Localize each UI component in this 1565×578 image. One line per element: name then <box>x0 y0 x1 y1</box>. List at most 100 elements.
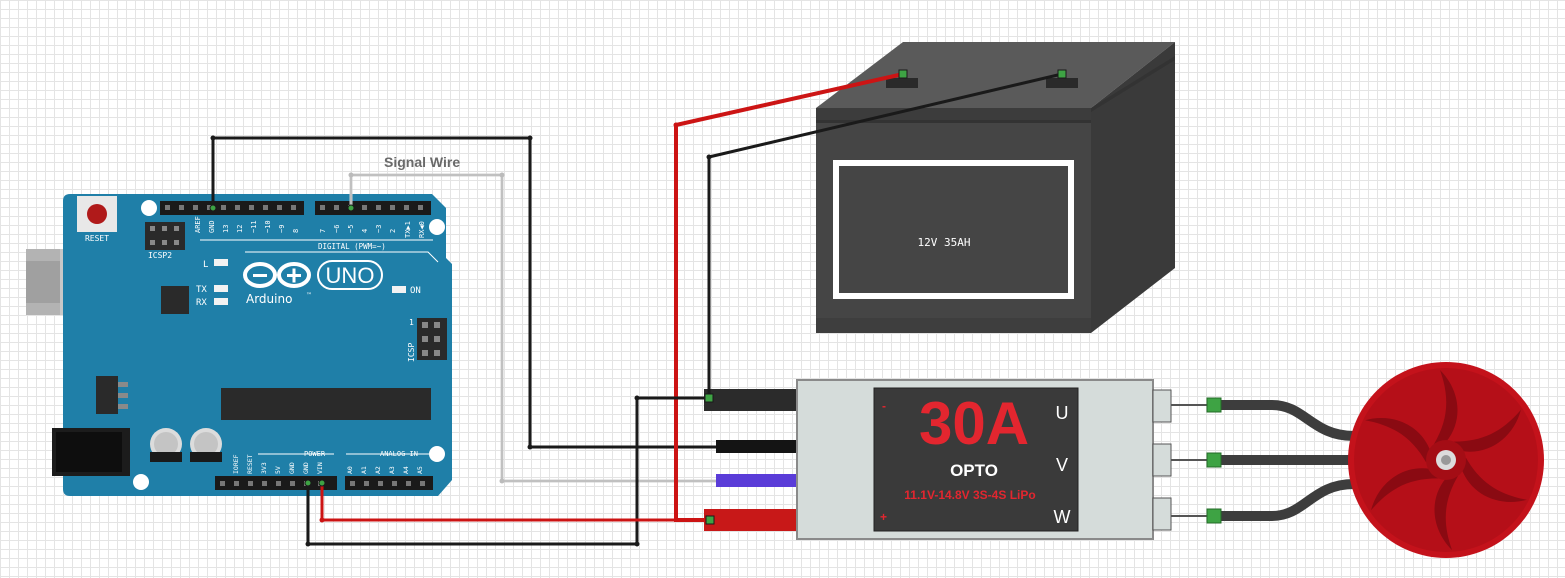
esc-ground-lead[interactable] <box>716 440 798 453</box>
header-pin[interactable] <box>390 205 395 210</box>
header-pin[interactable] <box>404 205 409 210</box>
header-pin[interactable] <box>291 205 296 210</box>
header-pin[interactable] <box>406 481 411 486</box>
header-pin[interactable] <box>235 205 240 210</box>
motor-blade <box>1453 409 1521 452</box>
analog-header[interactable] <box>345 476 433 490</box>
header-pin[interactable] <box>179 205 184 210</box>
battery-label: 12V 35AH <box>918 236 971 249</box>
pin-label: 3V3 <box>260 462 268 474</box>
header-pin[interactable] <box>362 205 367 210</box>
header-pin[interactable] <box>248 481 253 486</box>
digital-header-right[interactable] <box>315 201 431 215</box>
header-pin[interactable] <box>234 481 239 486</box>
pin-label: A0 <box>346 466 354 474</box>
signal-wire-label: Signal Wire <box>384 154 460 170</box>
atmega-chip <box>221 388 431 420</box>
pin-label: GND <box>208 220 216 233</box>
header-pin[interactable] <box>392 481 397 486</box>
esc-output-u[interactable] <box>1152 389 1172 423</box>
battery: 12V 35AH <box>816 42 1175 333</box>
header-pin[interactable] <box>207 205 212 210</box>
pin-label: 8 <box>292 229 300 233</box>
brushless-motor <box>1348 362 1544 558</box>
header-pin[interactable] <box>263 205 268 210</box>
reset-button-cap[interactable] <box>87 204 107 224</box>
icsp-header[interactable] <box>417 318 447 360</box>
pin-label: 2 <box>389 229 397 233</box>
pin-label: ~5 <box>347 225 355 233</box>
mounting-hole <box>133 474 149 490</box>
header-pin[interactable] <box>165 205 170 210</box>
header-pin[interactable] <box>249 205 254 210</box>
esc-negative-lead[interactable] <box>704 389 798 411</box>
header-pin[interactable] <box>418 205 423 210</box>
wire-endpoint[interactable] <box>705 515 715 525</box>
wire-endpoint[interactable] <box>318 479 326 487</box>
esc-controller: 30A OPTO 11.1V-14.8V 3S-4S LiPo - + U V … <box>704 379 1172 540</box>
pin-label: ~9 <box>278 225 286 233</box>
esc-phase-w: W <box>1054 507 1071 527</box>
battery-label-frame <box>833 160 1074 299</box>
header-pin[interactable] <box>420 481 425 486</box>
wire-endpoint[interactable] <box>1206 452 1222 468</box>
pin-label: ~11 <box>250 220 258 233</box>
motor-blade <box>1434 476 1458 550</box>
motor-blade <box>1371 468 1439 511</box>
reset-label: RESET <box>85 234 109 243</box>
esc-positive-lead[interactable] <box>704 509 798 531</box>
trademark: ™ <box>306 292 312 299</box>
header-pin[interactable] <box>193 205 198 210</box>
wire-endpoint[interactable] <box>347 204 355 212</box>
pin-label: A3 <box>388 466 396 474</box>
wire-endpoint[interactable] <box>1206 397 1222 413</box>
header-pin[interactable] <box>320 205 325 210</box>
wire-endpoint[interactable] <box>209 204 217 212</box>
pin-label: ~3 <box>375 225 383 233</box>
pin-label: 13 <box>222 225 230 233</box>
esc-plus: + <box>880 510 887 524</box>
model-label: UNO <box>326 263 375 288</box>
esc-signal-lead[interactable] <box>716 474 800 487</box>
header-pin[interactable] <box>378 481 383 486</box>
pin-label: RX◀0 <box>418 221 426 238</box>
wire-endpoint[interactable] <box>304 479 312 487</box>
header-pin[interactable] <box>276 481 281 486</box>
header-pin[interactable] <box>350 481 355 486</box>
wire-endpoint[interactable] <box>898 69 908 79</box>
motor-wire-w[interactable] <box>1210 479 1355 521</box>
arduino-uno-board: RESET ICSP2 AREF GND 13 12 ~11 ~10 ~9 8 … <box>26 194 452 496</box>
wire-endpoint[interactable] <box>1206 508 1222 524</box>
esc-output-w[interactable] <box>1152 497 1172 531</box>
icsp2-label: ICSP2 <box>148 251 172 260</box>
battery-terminal-negative[interactable] <box>1046 78 1078 88</box>
mounting-hole <box>429 446 445 462</box>
uno-badge <box>317 260 383 290</box>
header-pin[interactable] <box>221 205 226 210</box>
esc-spec: 11.1V-14.8V 3S-4S LiPo <box>904 488 1035 502</box>
led-on <box>392 286 406 293</box>
brand-label: Arduino <box>246 292 292 306</box>
battery-terminal-positive[interactable] <box>886 78 918 88</box>
wire-endpoint[interactable] <box>1057 69 1067 79</box>
header-pin[interactable] <box>262 481 267 486</box>
motor-wire-u[interactable] <box>1210 400 1355 441</box>
digital-header-left[interactable] <box>160 201 304 215</box>
header-pin[interactable] <box>277 205 282 210</box>
header-pin[interactable] <box>290 481 295 486</box>
header-pin[interactable] <box>376 205 381 210</box>
wire-endpoint[interactable] <box>704 393 714 403</box>
capacitor <box>190 428 222 462</box>
pin-label: GND <box>288 462 296 474</box>
led-rx-label: RX <box>196 298 207 308</box>
motor-blade <box>1365 418 1431 463</box>
pin-label: A4 <box>402 466 410 474</box>
mounting-hole <box>429 219 445 235</box>
esc-output-v[interactable] <box>1152 443 1172 477</box>
pin-label: 4 <box>361 229 369 233</box>
header-pin[interactable] <box>334 205 339 210</box>
header-pin[interactable] <box>364 481 369 486</box>
arduino-logo <box>243 262 311 288</box>
header-pin[interactable] <box>220 481 225 486</box>
capacitor <box>150 428 182 462</box>
